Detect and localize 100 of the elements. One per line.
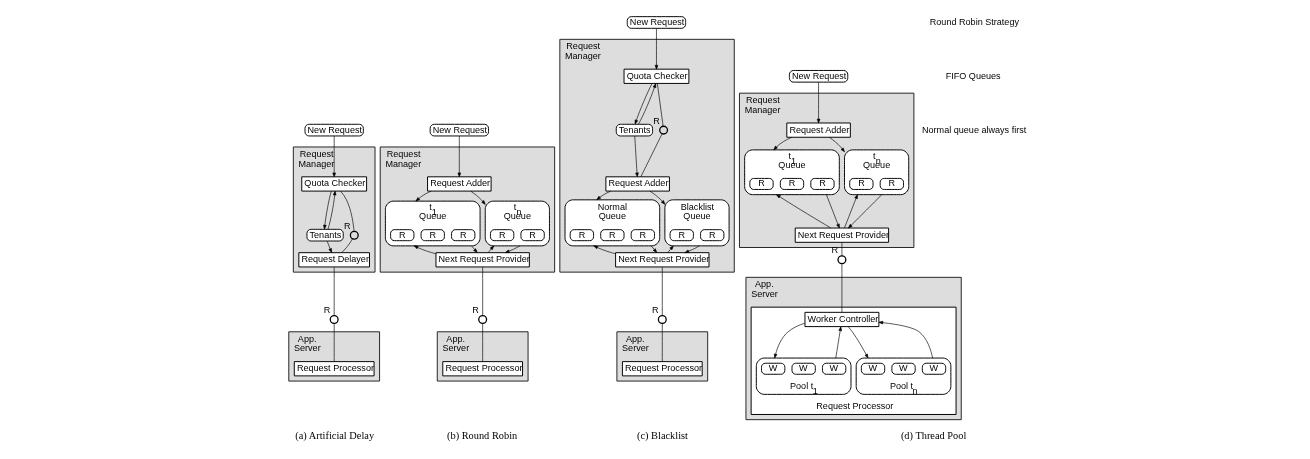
node-box: Request Adder <box>427 176 492 192</box>
arrow <box>776 194 831 229</box>
node-label: R <box>323 305 331 316</box>
arrow <box>332 135 336 178</box>
arrow <box>457 135 461 178</box>
node-box: R <box>849 177 874 190</box>
node-box: R <box>600 229 625 242</box>
node-box: W <box>791 362 816 375</box>
label: (d) Thread Pool <box>900 429 967 441</box>
node-box: New Request <box>304 123 364 137</box>
arrow <box>471 245 478 253</box>
node-box: R <box>390 229 415 242</box>
node-circle <box>657 314 667 324</box>
node-circle <box>349 230 359 240</box>
node-box: Tenants <box>615 123 654 137</box>
node-label: R <box>472 305 479 316</box>
arrow <box>826 194 840 229</box>
node-box: R <box>700 229 725 242</box>
arrow <box>327 190 337 230</box>
node-box: R <box>520 229 545 242</box>
node-box: New Request <box>626 16 687 29</box>
arrow <box>844 194 858 229</box>
arrow <box>634 83 653 125</box>
node-box: W <box>891 362 916 375</box>
label: (c) Blacklist <box>637 429 688 441</box>
label: Round Robin Strategy <box>929 16 1019 27</box>
arrow <box>649 190 666 205</box>
connector <box>657 83 664 127</box>
node-circle <box>478 314 488 324</box>
arrow <box>667 245 674 253</box>
node-box: R <box>451 229 476 242</box>
node-circle <box>837 255 847 265</box>
label: (a) Artificial Delay <box>295 429 375 441</box>
connector <box>661 266 663 316</box>
connector <box>482 323 483 362</box>
node-label: R <box>831 245 839 256</box>
label: FIFO Queues <box>945 70 1001 81</box>
arrow <box>878 321 933 359</box>
node-box: R <box>879 177 904 190</box>
connector <box>640 133 663 177</box>
node-box: Request Processor <box>293 361 375 377</box>
arrow <box>773 322 806 359</box>
connector <box>333 266 335 316</box>
arrow <box>638 83 657 125</box>
connector <box>841 263 843 313</box>
node-box: R <box>779 177 805 190</box>
node-box: R <box>489 229 515 242</box>
arrow <box>487 245 495 253</box>
node-box: Quota Checker <box>623 68 690 84</box>
node-box: R <box>630 229 655 242</box>
node-label: R <box>653 115 660 126</box>
arrow <box>593 245 616 255</box>
arrow <box>773 136 793 151</box>
arrow <box>835 326 842 359</box>
arrow <box>413 245 437 255</box>
node-box: Request Adder <box>786 122 851 138</box>
node-box: R <box>420 229 445 242</box>
node-circle <box>659 125 669 135</box>
connector <box>333 323 335 362</box>
arrow <box>504 245 521 253</box>
arrow <box>596 190 611 201</box>
arrow <box>326 240 332 253</box>
arrow <box>654 28 659 70</box>
arrow <box>323 190 332 230</box>
arrow <box>634 135 639 178</box>
arrow <box>650 245 658 253</box>
node-label: R <box>651 305 659 316</box>
connector <box>841 242 843 257</box>
arrow <box>684 245 700 253</box>
node-box: Request Adder <box>605 176 670 192</box>
node-box: R <box>669 229 694 242</box>
arrow <box>470 190 486 205</box>
connector <box>341 238 353 253</box>
node-box: New Request <box>429 123 489 137</box>
arrow <box>415 190 432 202</box>
node-box: Quota Checker <box>301 176 368 192</box>
node-label: R <box>343 220 351 231</box>
node-box: W <box>761 362 786 375</box>
node-box: W <box>860 362 886 375</box>
arrow <box>848 194 883 229</box>
arrow <box>848 326 869 359</box>
node-circle <box>329 314 339 324</box>
arrow <box>816 81 821 124</box>
node-box: W <box>921 362 947 375</box>
node-box: Tenants <box>306 228 344 242</box>
node-box: Worker Controller <box>804 311 880 328</box>
node-box: Request Delayer <box>298 252 370 268</box>
connector <box>661 323 663 362</box>
label: Normal queue always first <box>922 124 1027 135</box>
label: (b) Round Robin <box>447 429 518 441</box>
node-box: W <box>822 362 847 375</box>
node-box: Next Request Provider <box>615 252 710 268</box>
arrow <box>829 137 845 153</box>
node-box: R <box>569 229 595 242</box>
connector <box>340 190 355 232</box>
node-box: R <box>810 177 835 190</box>
connector <box>482 266 483 316</box>
node-box: New Request <box>788 69 849 83</box>
node-box: R <box>749 177 774 190</box>
node-box: Request Processor <box>621 361 703 377</box>
